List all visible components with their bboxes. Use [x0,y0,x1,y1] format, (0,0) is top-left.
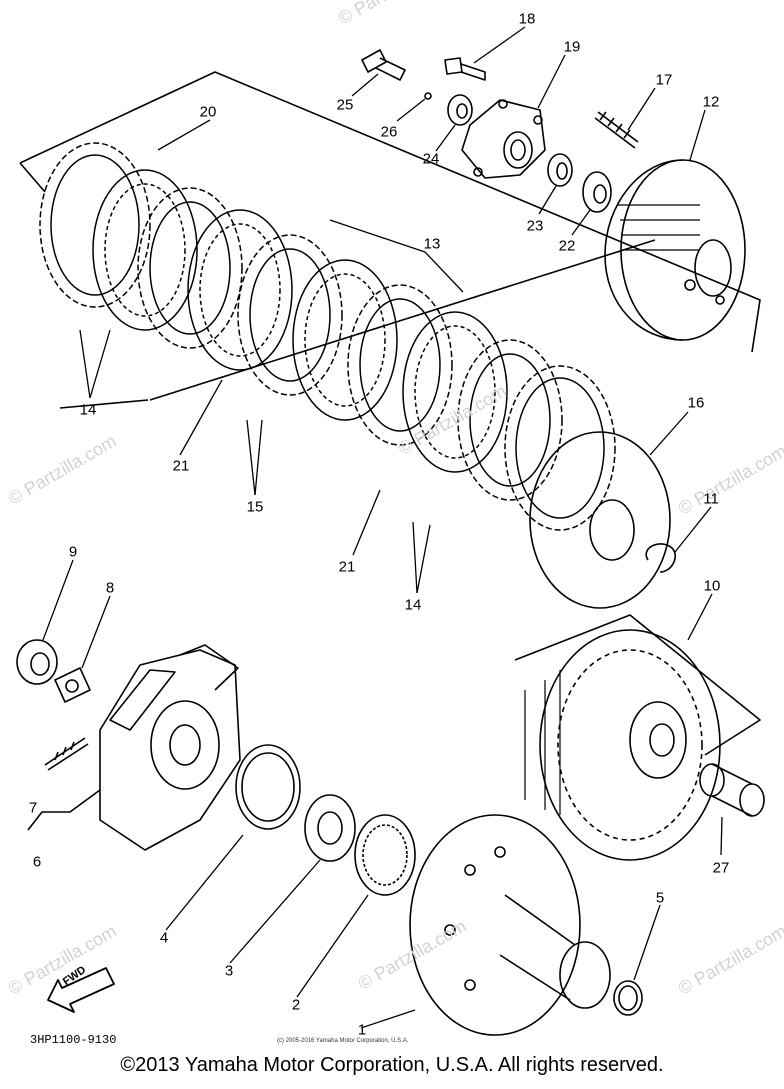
callout-22: 22 [558,237,576,255]
part-23-washer [547,153,573,187]
assembly-outline-upper [19,71,761,353]
callout-23: 23 [526,217,544,235]
callout-25: 25 [336,96,354,114]
callout-10: 10 [703,577,721,595]
part-2-one-way-clutch [354,814,416,896]
callout-21: 21 [338,558,356,576]
callout-13: 13 [423,235,441,253]
part-3-bearing [304,794,356,862]
part-12-clutch-boss [604,159,746,341]
callout-18: 18 [518,10,536,28]
part-24-bearing [447,94,473,126]
part-16-pressure-plate [529,431,671,609]
part-6-carrier-assembly [99,644,241,851]
part-19-plate [461,99,546,179]
callout-24: 24 [422,150,440,168]
callout-14: 14 [404,596,422,614]
part-1-primary-sheave [409,814,611,1036]
part-26-clip [424,92,432,100]
footer-copyright: ©2013 Yamaha Motor Corporation, U.S.A. A… [120,1054,664,1076]
callout-9: 9 [68,543,78,561]
part-18-bolt [444,57,486,81]
callout-11: 11 [703,490,719,508]
part-11-circlip [645,543,676,573]
part-22-washer [582,171,612,213]
fwd-arrow [47,967,115,1013]
part-17-spring [594,111,639,149]
callout-8: 8 [105,579,115,597]
callout-6: 6 [32,853,42,871]
part-25-pin [361,49,406,81]
part-4-plate [235,744,301,830]
callout-20: 20 [199,103,217,121]
part-9-nut [16,639,58,685]
diagram-code: 3HP1100-9130 [30,1033,117,1047]
assembly-outline-lower [149,239,656,401]
callout-15: 15 [246,498,264,516]
part-27-sleeve [699,763,765,817]
callout-21: 21 [172,457,190,475]
part-7-spring [44,737,89,771]
callout-17: 17 [655,71,673,89]
callout-3: 3 [224,962,234,980]
part-8-lock-washer [54,667,91,703]
callout-7: 7 [28,799,38,817]
callout-2: 2 [291,996,301,1014]
part-10-clutch-housing [514,614,761,861]
callout-12: 12 [702,93,720,111]
callout-14: 14 [79,401,97,419]
part-5-washer [613,980,643,1016]
callout-27: 27 [712,859,730,877]
callout-16: 16 [687,394,705,412]
leader-lines [42,26,723,1029]
small-copyright: (c) 2005-2016 Yamaha Motor Corporation, … [277,1038,409,1044]
callout-4: 4 [159,929,169,947]
callout-1: 1 [357,1021,367,1039]
callout-26: 26 [380,123,398,141]
plate-stack [39,142,616,531]
callout-19: 19 [563,38,581,56]
callout-5: 5 [655,889,665,907]
